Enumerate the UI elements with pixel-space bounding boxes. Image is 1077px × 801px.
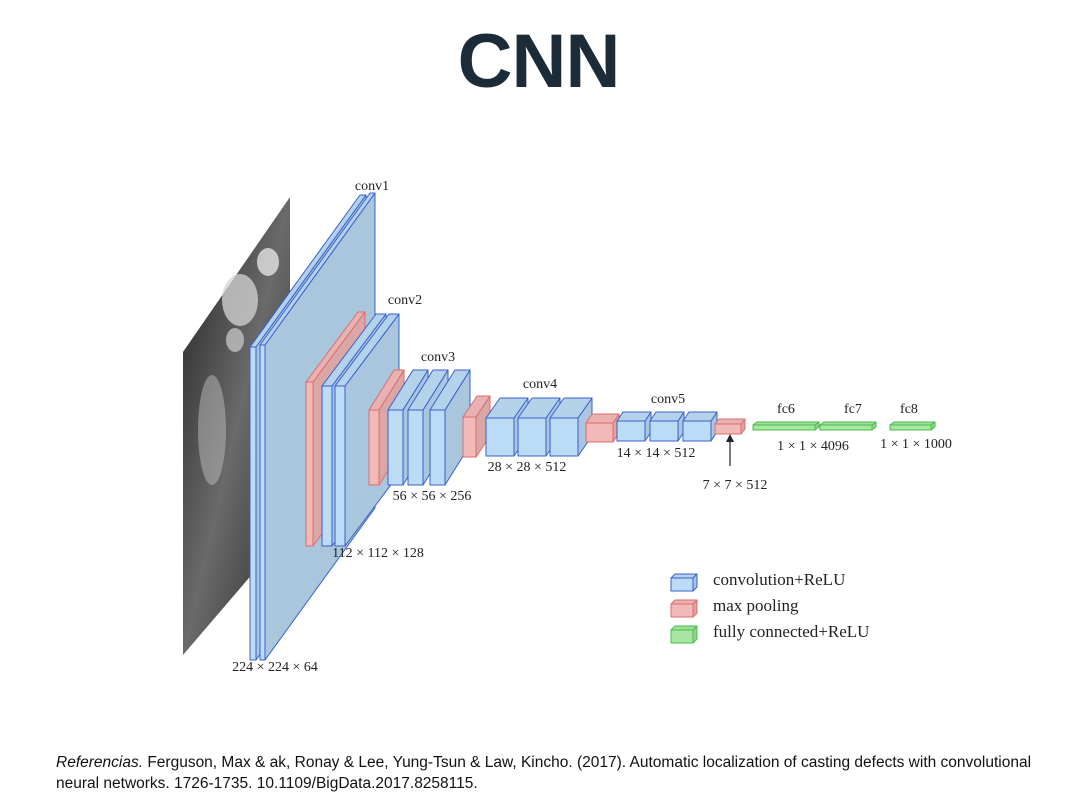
dim-28: 28 × 28 × 512 xyxy=(488,460,567,475)
legend-label-conv: convolution+ReLU xyxy=(713,570,845,589)
page-title: CNN xyxy=(457,19,621,104)
dim-14: 14 × 14 × 512 xyxy=(617,446,696,461)
legend-label-pool: max pooling xyxy=(713,596,799,615)
dim-224: 224 × 224 × 64 xyxy=(232,660,318,675)
label-fc8: fc8 xyxy=(900,402,918,417)
label-conv5: conv5 xyxy=(651,392,685,407)
fc6-bar xyxy=(752,421,820,431)
label-conv3: conv3 xyxy=(421,350,455,365)
pool4-block xyxy=(585,413,620,443)
pool3-block xyxy=(462,395,491,458)
conv3-block-3 xyxy=(429,369,471,486)
conv5-block-1 xyxy=(616,411,652,442)
fc7-bar xyxy=(819,421,877,431)
label-conv2: conv2 xyxy=(388,293,422,308)
label-conv1: conv1 xyxy=(355,179,389,194)
dim-1000: 1 × 1 × 1000 xyxy=(880,437,952,452)
fc-bars xyxy=(752,421,936,431)
pool5-block xyxy=(714,418,746,435)
legend-icon-conv xyxy=(670,573,698,592)
legend-icon-fc xyxy=(670,625,698,644)
reference-text: Ferguson, Max & ak, Ronay & Lee, Yung-Ts… xyxy=(56,754,1032,792)
legend-label-fc: fully connected+ReLU xyxy=(713,622,869,641)
label-fc6: fc6 xyxy=(777,402,795,417)
reference-prefix: Referencias. xyxy=(56,754,144,771)
legend: convolution+ReLU max pooling fully conne… xyxy=(670,570,869,644)
dim-4096: 1 × 1 × 4096 xyxy=(777,439,849,454)
legend-icon-pool xyxy=(670,599,698,618)
conv5-block-2 xyxy=(649,411,685,442)
dim-56: 56 × 56 × 256 xyxy=(393,489,472,504)
fc8-bar xyxy=(889,421,936,431)
pool5-arrow xyxy=(726,434,734,466)
label-conv4: conv4 xyxy=(523,377,557,392)
conv5-block-3 xyxy=(682,411,718,442)
dim-112: 112 × 112 × 128 xyxy=(332,546,424,561)
reference-citation: Referencias. Ferguson, Max & ak, Ronay &… xyxy=(56,752,1071,794)
label-fc7: fc7 xyxy=(844,402,862,417)
dim-7: 7 × 7 × 512 xyxy=(703,478,768,493)
conv4-block-3 xyxy=(549,397,593,457)
layer-blocks xyxy=(249,192,746,661)
